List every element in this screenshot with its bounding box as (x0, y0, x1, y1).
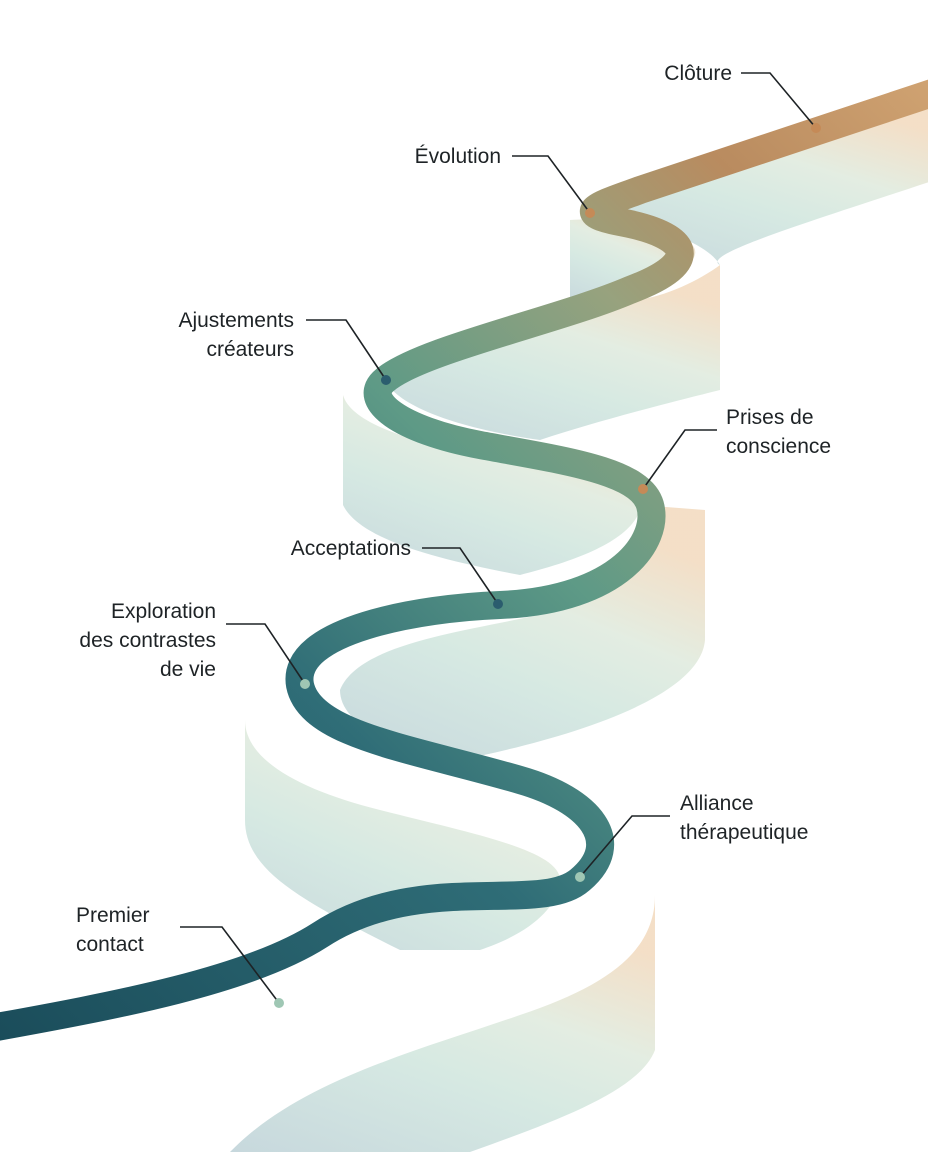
stage-label-line: Alliance (680, 792, 754, 815)
leader-line (306, 319, 387, 381)
stage-label-line: Exploration (110, 600, 216, 623)
marker-exploration (300, 679, 310, 689)
stage-label-line: Prises de (726, 406, 814, 429)
stage-label-alliance-therapeutique: Alliance thérapeutique (680, 789, 808, 847)
stage-label-line: conscience (726, 435, 832, 458)
stage-label-evolution: Évolution (415, 142, 501, 171)
stage-label-line: Clôture (664, 62, 732, 85)
marker-prises-de-conscience (638, 484, 648, 494)
stage-markers (274, 123, 821, 1008)
stage-label-line: créateurs (206, 338, 294, 361)
ribbon-top-edge (0, 79, 928, 1041)
stage-label-exploration: Exploration des contrastes de vie (79, 597, 216, 684)
stage-label-prises-de-conscience: Prises de conscience (726, 403, 831, 461)
stage-label-acceptations: Acceptations (291, 534, 411, 563)
stage-label-ajustements-createurs: Ajustements créateurs (178, 306, 294, 364)
ribbon-wall-segment (600, 94, 928, 265)
leader-line (579, 815, 670, 878)
ribbon-wall-segment (340, 505, 705, 760)
label-leader-lines (180, 72, 817, 1004)
ribbon-walls (230, 94, 928, 1152)
leader-line (741, 72, 817, 129)
leader-line (642, 429, 717, 490)
marker-alliance-therapeutique (575, 872, 585, 882)
ribbon-wall-segment (385, 265, 720, 440)
marker-acceptations (493, 599, 503, 609)
marker-cloture (811, 123, 821, 133)
stage-label-line: Acceptations (290, 537, 411, 560)
ribbon-wall-segment (343, 395, 640, 575)
stage-label-line: de vie (159, 658, 216, 681)
marker-ajustements-createurs (381, 375, 391, 385)
leader-line (422, 547, 499, 605)
stage-label-line: des contrastes (79, 629, 216, 652)
stage-label-line: Ajustements (178, 309, 294, 332)
stage-label-line: Premier (76, 904, 150, 927)
leader-line (226, 623, 306, 685)
marker-evolution (585, 208, 595, 218)
marker-premier-contact (274, 998, 284, 1008)
stage-label-line: Évolution (414, 145, 501, 168)
stage-label-premier-contact: Premier contact (76, 901, 150, 959)
stage-label-line: contact (76, 933, 144, 956)
leader-line (512, 155, 591, 214)
stage-label-cloture: Clôture (664, 59, 732, 88)
ribbon-wall-segment (230, 895, 655, 1152)
leader-line (180, 926, 280, 1004)
stage-label-line: thérapeutique (680, 821, 809, 844)
